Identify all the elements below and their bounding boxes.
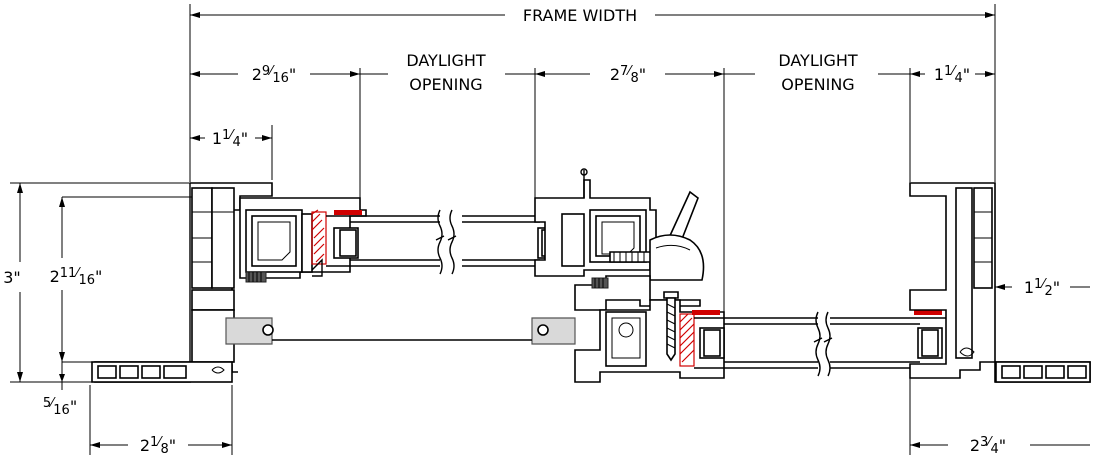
dim-right-side-depth: 11⁄2" <box>1024 277 1060 299</box>
dim-left-fin: 21⁄8" <box>140 435 176 457</box>
dim-nailing-fin-offset: 5⁄16" <box>43 396 77 418</box>
left-vertical-dimensions: 3" 211⁄16" 5⁄16" <box>3 182 240 418</box>
daylight-right-line1: DAYLIGHT <box>778 51 858 70</box>
dim-right-fin: 23⁄4" <box>970 435 1006 457</box>
dim-left-jamb-to-glass: 29⁄16" <box>252 64 297 86</box>
left-glass-unit <box>326 209 563 275</box>
dim-meeting-rail: 27⁄8" <box>610 64 646 86</box>
frame-width-dimension: FRAME WIDTH <box>189 4 996 182</box>
right-glass-unit <box>694 310 946 377</box>
daylight-right-line2: OPENING <box>781 75 854 94</box>
right-frame-profile <box>909 182 1091 383</box>
glass-dimension-row: 29⁄16" DAYLIGHT OPENING 27⁄8" DAYLIGHT O… <box>190 51 995 315</box>
dim-overall-depth: 3" <box>3 268 21 287</box>
daylight-left-line1: DAYLIGHT <box>406 51 486 70</box>
daylight-left-line2: OPENING <box>409 75 482 94</box>
frame-width-label: FRAME WIDTH <box>523 6 637 25</box>
bottom-dimensions: 21⁄8" 23⁄4" 11⁄2" <box>89 277 1090 457</box>
dim-right-jamb-to-glass: 11⁄4" <box>934 64 970 86</box>
right-sash <box>574 291 725 383</box>
weather-strip <box>225 317 576 345</box>
dim-left-frame-face: 11⁄4" <box>212 128 248 150</box>
dim-sash-depth: 211⁄16" <box>50 266 103 288</box>
left-frame-profile <box>91 182 273 383</box>
meeting-rail <box>534 168 705 311</box>
left-frame-face-dimension: 11⁄4" <box>190 125 273 180</box>
